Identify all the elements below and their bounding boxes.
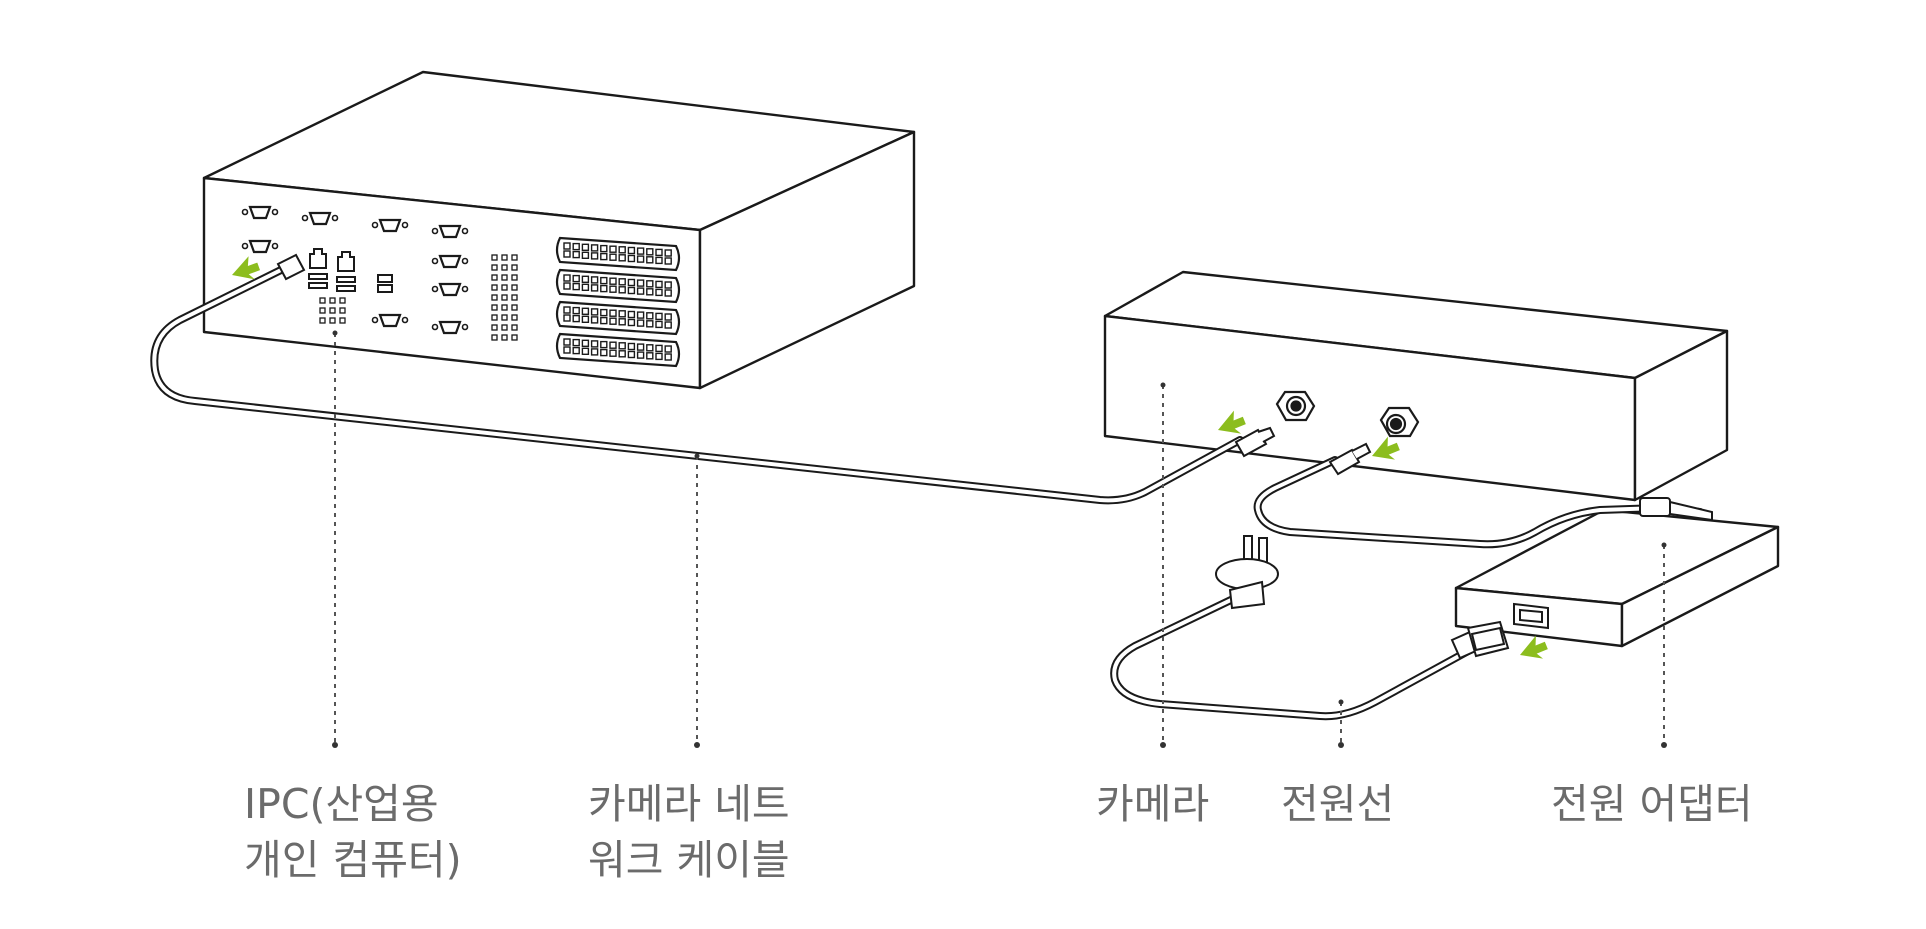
ipc-front-panel (241, 205, 681, 368)
leader-dots (332, 330, 1667, 748)
label-ipc-line2: 개인 컴퓨터) (244, 836, 462, 884)
dc-power-cable (1253, 456, 1704, 549)
ac-plug-adapter (1450, 620, 1510, 660)
label-network-cable-line1: 카메라 네트 (588, 780, 790, 828)
camera-power-port (1379, 406, 1420, 438)
label-power-adapter-line1: 전원 어댑터 (1551, 780, 1753, 828)
dc-plug (1328, 442, 1372, 476)
label-power-adapter: 전원 어댑터 (1551, 776, 1753, 832)
power-adapter-device (1454, 508, 1780, 648)
dc-strain-relief (1639, 497, 1713, 522)
wall-plug (1215, 535, 1279, 610)
ac-power-cord (1110, 594, 1474, 721)
camera-device (1103, 270, 1729, 502)
camera-network-cable (150, 264, 1244, 505)
adapter-socket (1513, 602, 1549, 630)
camera-network-port (1275, 390, 1316, 422)
label-camera-line1: 카메라 (1096, 780, 1210, 828)
label-network-cable: 카메라 네트 워크 케이블 (588, 776, 790, 888)
label-network-cable-line2: 워크 케이블 (588, 836, 790, 884)
label-camera: 카메라 (1096, 776, 1209, 832)
label-ipc-line1: IPC(산업용 (244, 780, 439, 828)
label-ipc: IPC(산업용 개인 컴퓨터) (244, 776, 462, 888)
leader-lines (334, 333, 1665, 745)
label-power-cord-line1: 전원선 (1281, 780, 1395, 828)
network-plug-ipc (276, 253, 306, 281)
network-plug-camera (1234, 426, 1276, 458)
label-power-cord: 전원선 (1281, 776, 1394, 832)
ipc-device (202, 70, 916, 390)
